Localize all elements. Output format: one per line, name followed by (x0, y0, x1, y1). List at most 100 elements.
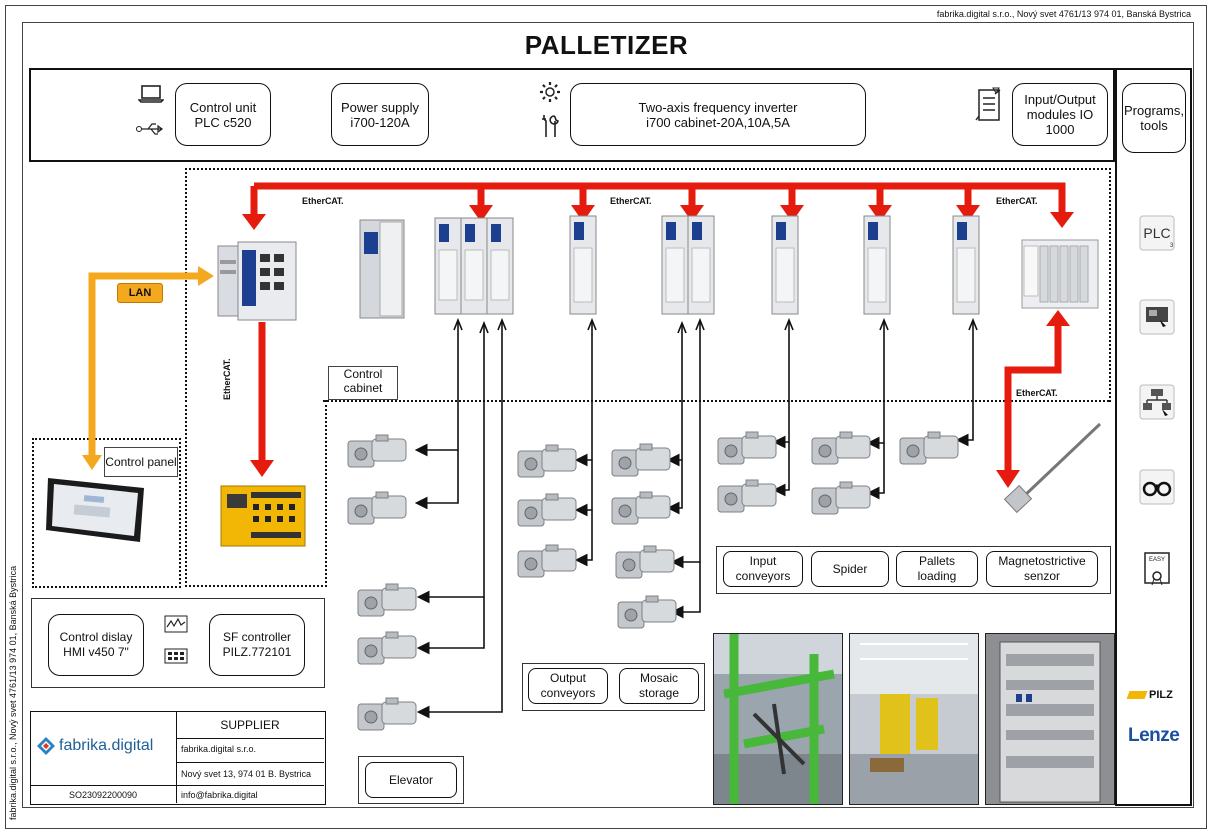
motor-connections (414, 322, 974, 719)
legend-pallets-loading: Pallets loading (896, 551, 978, 587)
control-unit-box[interactable]: Control unit PLC c520 (175, 83, 271, 146)
laptop-icon (138, 85, 164, 103)
ethercat-arrowheads (242, 205, 1074, 488)
gear-motor (517, 493, 577, 527)
lan-badge: LAN (117, 283, 163, 303)
top-component-bar (29, 68, 1115, 162)
gear-motor (811, 481, 871, 515)
ethercat-ether: Ether (996, 196, 1020, 206)
svg-text:3: 3 (1170, 243, 1174, 249)
network-config-icon[interactable] (1137, 382, 1177, 422)
control-panel-label: Control panel (104, 447, 178, 477)
photo-spider-machine (713, 633, 843, 805)
ethercat-bus (250, 182, 1066, 472)
gear-motor (611, 491, 671, 525)
inverter-box[interactable]: Two-axis frequency inverter i700 cabinet… (570, 83, 866, 146)
gear-motor (517, 544, 577, 578)
supplier-heading: SUPPLIER (220, 718, 280, 732)
gear-motor (357, 631, 417, 665)
supplier-name: fabrika.digital s.r.o. (181, 744, 257, 754)
programs-tools-button[interactable]: Programs, tools (1122, 83, 1186, 153)
ethercat-cat: CAT. (1039, 388, 1058, 398)
magnetostrictive-sensor[interactable] (1000, 420, 1104, 520)
outer-frame (5, 5, 1207, 829)
inverter-device-4[interactable] (770, 212, 800, 320)
gear-motor (615, 545, 675, 579)
ethercat-ether: Ether (610, 196, 634, 206)
legend-elevator: Elevator (365, 762, 457, 798)
gear-motor (811, 431, 871, 465)
easy-certificate-icon[interactable]: EASY (1137, 550, 1177, 590)
gear-motor (347, 434, 407, 468)
legend-magnetostrictive-senzor: Magnetostrictive senzor (986, 551, 1098, 587)
motor-arrowheads-up (453, 317, 978, 334)
supplier-table (30, 711, 326, 805)
ethercat-label-1: EtherCAT. (302, 196, 343, 206)
io-module-icon (975, 87, 1001, 121)
gear-motor (357, 583, 417, 617)
fabrika-logo-text: fabrika.digital (59, 737, 154, 754)
ethercat-dotted-area (185, 168, 1111, 402)
gear-motor (617, 595, 677, 629)
inner-frame (22, 22, 1194, 808)
io-module-device[interactable] (1020, 236, 1100, 312)
safety-controller-device[interactable] (219, 480, 307, 550)
cabinet-dotted-line (323, 400, 1109, 402)
inverter-device-1[interactable] (433, 210, 517, 322)
tools-sidebar (1115, 68, 1192, 806)
company-address: fabrika.digital s.r.o., Nový svet 4761/1… (936, 9, 1191, 19)
supplier-order-no: SO23092200090 (68, 790, 138, 800)
photo-hall-storage (849, 633, 979, 805)
ethercat-ether: Ether (1016, 388, 1040, 398)
gear-motor (357, 697, 417, 731)
cabinet-dotted-lower (185, 400, 327, 587)
sf-controller-box[interactable]: SF controller PILZ.772101 (209, 614, 305, 676)
binoculars-icon[interactable] (1137, 467, 1177, 507)
plc-controller-device[interactable] (216, 240, 300, 324)
control-cabinet-label: Control cabinet (328, 366, 398, 400)
supplier-table-divider-v (176, 711, 177, 803)
ethercat-cat: CAT. (1019, 196, 1038, 206)
page-title: PALLETIZER (524, 30, 689, 60)
legend-input-conveyors: Input conveyors (723, 551, 803, 587)
inverter-device-5[interactable] (862, 212, 892, 320)
supplier-table-divider-h2 (176, 762, 324, 763)
ethercat-cat: CAT. (633, 196, 652, 206)
photo-control-cabinet (985, 633, 1115, 805)
ethercat-label-4: EtherCAT. (1016, 388, 1057, 398)
control-display-box[interactable]: Control dislay HMI v450 7" (48, 614, 144, 676)
lan-connection (82, 266, 214, 470)
legend-output-conveyors: Output conveyors (528, 668, 608, 704)
fabrika-logo-mark (37, 737, 55, 755)
lenze-logo: Lenze (1128, 725, 1180, 746)
hmi-tablet[interactable] (44, 474, 148, 546)
ethercat-cat: CAT. (325, 196, 344, 206)
inverter-device-2[interactable] (568, 212, 598, 320)
inverter-device-6[interactable] (951, 212, 981, 320)
ethercat-label-3: EtherCAT. (996, 196, 1037, 206)
pilz-logo-text: PILZ (1149, 689, 1173, 701)
power-supply-box[interactable]: Power supply i700-120A (331, 83, 429, 146)
io-modules-box[interactable]: Input/Output modules IO 1000 (1012, 83, 1108, 146)
inverter-device-3[interactable] (660, 212, 716, 320)
gear-motor (899, 431, 959, 465)
ethercat-ether: Ether (302, 196, 326, 206)
fabrika-logo: fabrika.digital (36, 736, 153, 756)
gear-motor (611, 443, 671, 477)
ethercat-ether: Ether (222, 376, 232, 400)
legend-mosaic-storage: Mosaic storage (619, 668, 699, 704)
supplier-table-divider-h3 (30, 785, 324, 786)
plc-icon-text: PLC (1143, 225, 1170, 241)
easy-text: EASY (1149, 557, 1165, 563)
ethercat-label-vertical: EtherCAT. (222, 359, 232, 400)
ethercat-label-2: EtherCAT. (610, 196, 651, 206)
gear-motor (347, 491, 407, 525)
power-supply-device[interactable] (356, 218, 408, 322)
hmi-designer-icon[interactable] (1137, 297, 1177, 337)
gear-icon (540, 82, 560, 102)
legend-spider: Spider (811, 551, 889, 587)
gear-motor (717, 479, 777, 513)
waveform-icon (164, 615, 188, 633)
